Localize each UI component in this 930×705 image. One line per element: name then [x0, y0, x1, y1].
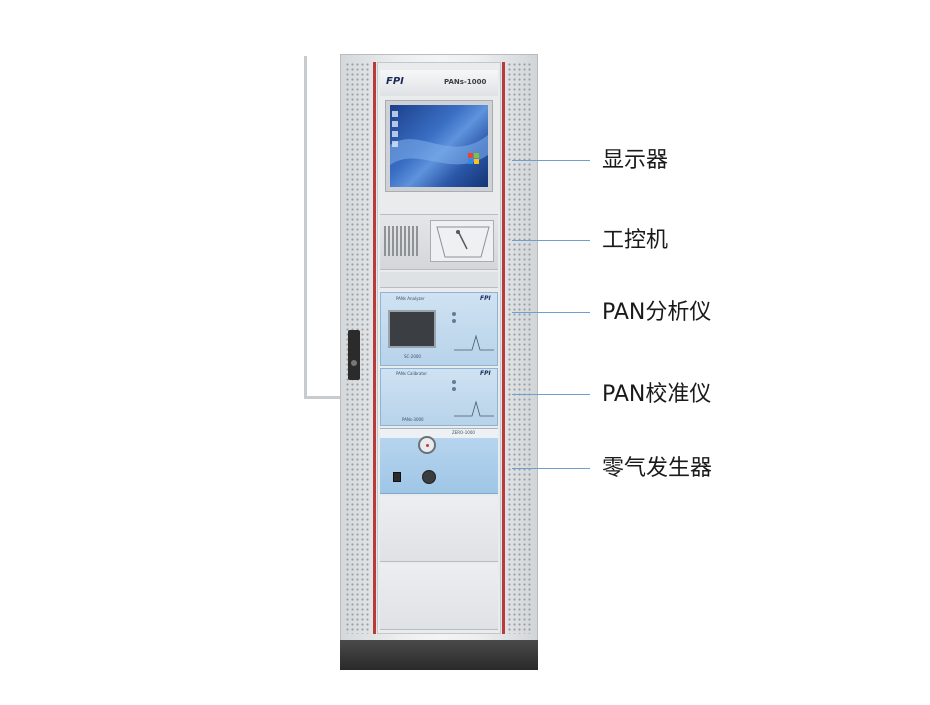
cabinet-base	[340, 640, 538, 670]
callout-label-monitor: 显示器	[602, 148, 669, 173]
monitor-screen	[390, 105, 488, 187]
industrial-pc-bottom-strip	[380, 272, 498, 288]
pan-analyzer-model: SC-2000	[404, 354, 421, 359]
door-edge-left	[373, 62, 376, 634]
cabinet-header	[380, 70, 498, 96]
callout-line-pan-analyzer	[512, 312, 590, 313]
industrial-pc-vent	[384, 226, 420, 256]
callout-label-pan-analyzer: PAN分析仪	[602, 300, 712, 325]
pan-analyzer-indicators	[452, 312, 462, 328]
callout-line-monitor	[512, 160, 590, 161]
zero-air-header-strip	[380, 428, 498, 438]
callout-label-zero-air: 零气发生器	[602, 456, 713, 481]
door-edge-right	[502, 62, 505, 634]
blank-panel-upper	[380, 496, 498, 562]
pan-calibrator-title: PANs Calibrator	[396, 371, 428, 376]
pan-analyzer-peak-graphic	[454, 334, 494, 351]
pan-calibrator-logo: FPI	[480, 370, 491, 377]
door-handle[interactable]	[348, 330, 360, 380]
brand-logo: FPI	[386, 76, 404, 87]
door-handle-lock	[351, 360, 357, 366]
cable-vertical	[304, 56, 307, 399]
pan-calibrator-indicators	[452, 380, 462, 396]
pan-calibrator-model: PANs-3000	[402, 417, 424, 422]
callout-label-industrial-pc: 工控机	[602, 228, 669, 253]
cable-horizontal	[304, 396, 346, 399]
zero-air-power-switch[interactable]	[393, 472, 401, 482]
industrial-pc-drawer[interactable]	[430, 220, 494, 262]
zero-air-knob[interactable]	[422, 470, 436, 484]
callout-line-pan-calibrator	[512, 394, 590, 395]
zero-air-panel	[380, 438, 498, 494]
callout-line-zero-air	[512, 468, 590, 469]
pan-calibrator-panel	[380, 368, 498, 426]
callout-label-pan-calibrator: PAN校准仪	[602, 382, 712, 407]
blank-panel-lower	[380, 564, 498, 630]
pan-analyzer-title: PANs Analyzer	[396, 296, 425, 301]
pan-analyzer-logo: FPI	[480, 295, 491, 302]
model-label: PANs-1000	[444, 78, 487, 86]
zero-air-gauge	[418, 436, 436, 454]
pan-calibrator-peak-graphic	[454, 400, 494, 417]
pan-analyzer-screen	[388, 310, 436, 348]
callout-line-industrial-pc	[512, 240, 590, 241]
cabinet-right-vent	[507, 62, 533, 634]
monitor-wallpaper-swoosh	[390, 111, 488, 165]
zero-air-model: ZERO-1000	[452, 430, 475, 435]
keyboard-drawer-icon	[436, 226, 490, 258]
